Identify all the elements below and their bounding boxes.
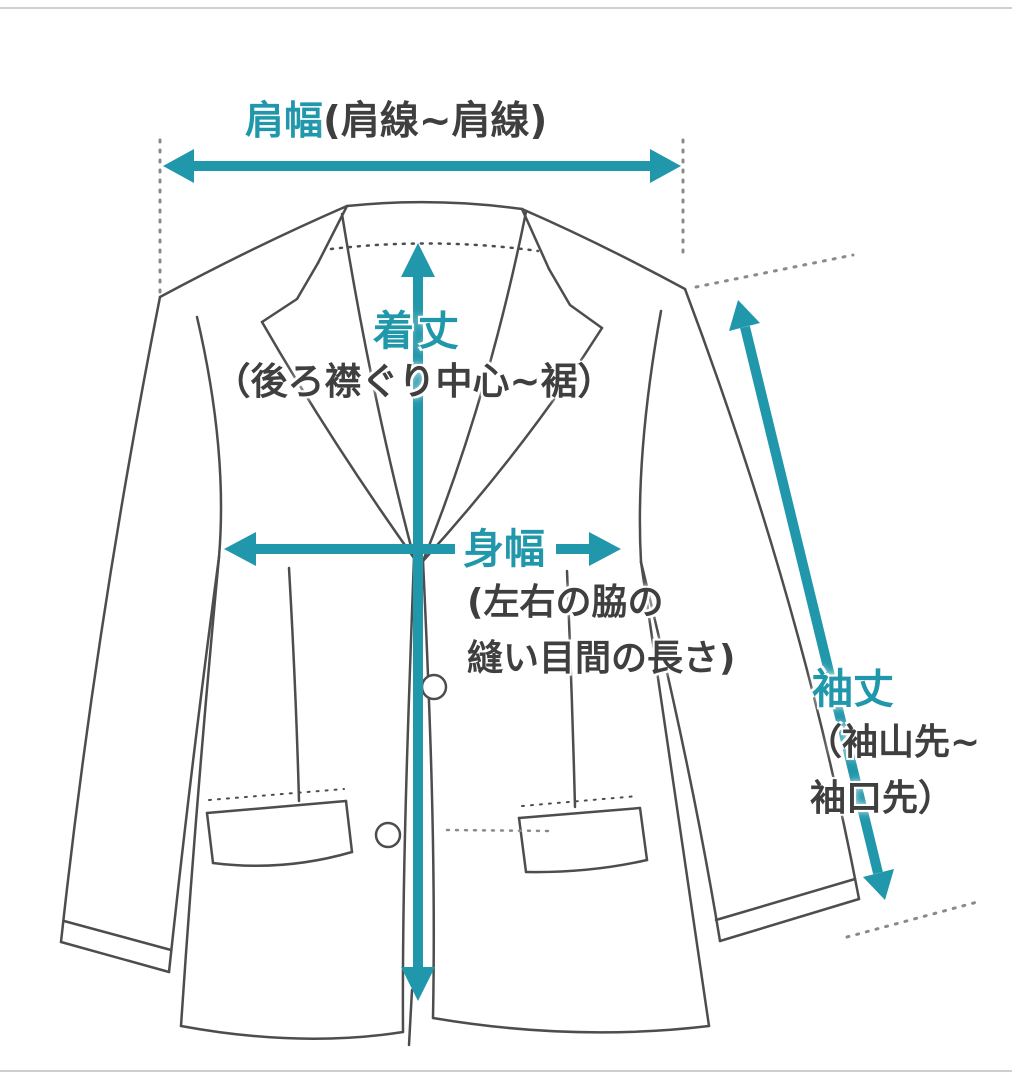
body-length-note: （後ろ襟ぐり中心~裾） xyxy=(213,360,615,403)
sleeve-length-note-line2: 袖口先） xyxy=(810,778,955,819)
shoulder-width-arrow xyxy=(163,149,681,183)
top-border-line xyxy=(0,7,1012,9)
shoulder-width-label: 肩幅(肩線~肩線) xyxy=(245,99,548,144)
sleeve-length-arrow xyxy=(729,300,894,900)
body-length-term: 着丈 xyxy=(373,307,463,355)
body-width-term: 身幅 xyxy=(463,525,545,573)
jacket-pockets xyxy=(205,788,649,874)
body-length-arrow xyxy=(401,243,435,1001)
body-width-note-line1: (左右の脇の xyxy=(467,582,664,623)
shoulder-width-term: 肩幅 xyxy=(245,99,324,144)
body-width-arrow xyxy=(224,532,621,566)
sleeve-length-note-line1: （袖山先~ xyxy=(806,722,981,763)
sleeve-length-term: 袖丈 xyxy=(812,665,894,713)
jacket-buttons xyxy=(374,673,448,849)
back-neckline-stitch xyxy=(329,242,540,253)
shoulder-width-note: (肩線~肩線) xyxy=(323,99,548,144)
bottom-border-line xyxy=(0,1070,1012,1072)
body-width-note-line2: 縫い目間の長さ) xyxy=(467,638,736,679)
guide-dotted-lines xyxy=(158,138,983,939)
